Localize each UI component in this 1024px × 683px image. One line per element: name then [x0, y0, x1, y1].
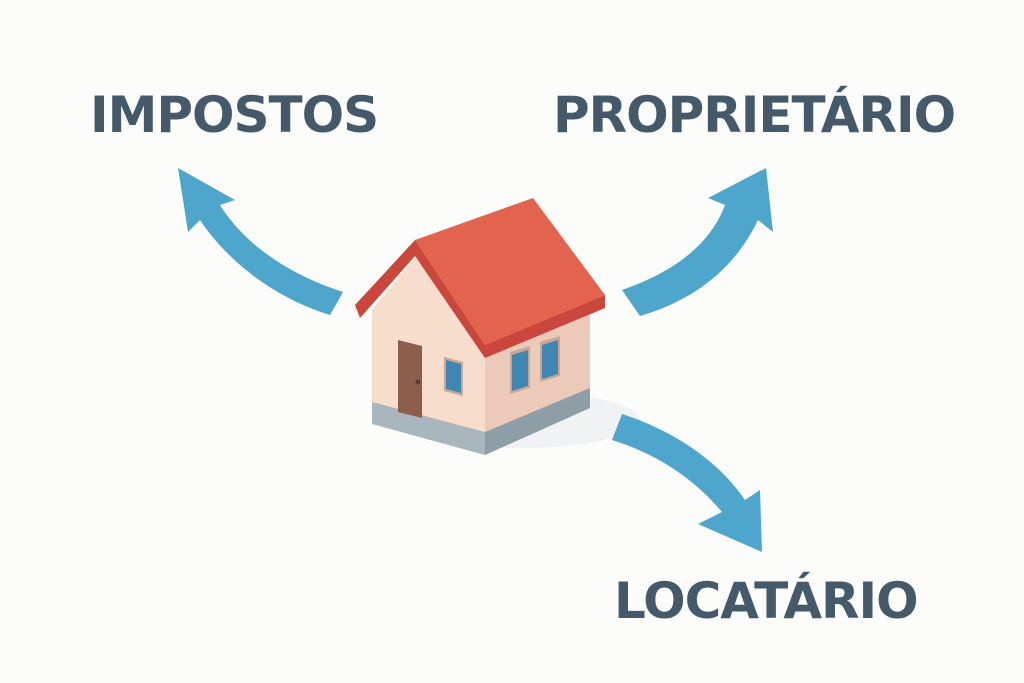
- arrow-to-locatario-icon: [612, 414, 762, 552]
- label-impostos: IMPOSTOS: [90, 86, 379, 144]
- house-icon: [355, 198, 605, 455]
- label-locatario: LOCATÁRIO: [614, 572, 919, 630]
- arrow-to-proprietario-icon: [622, 168, 773, 316]
- label-proprietario: PROPRIETÁRIO: [553, 86, 956, 144]
- arrow-to-impostos-icon: [178, 168, 343, 315]
